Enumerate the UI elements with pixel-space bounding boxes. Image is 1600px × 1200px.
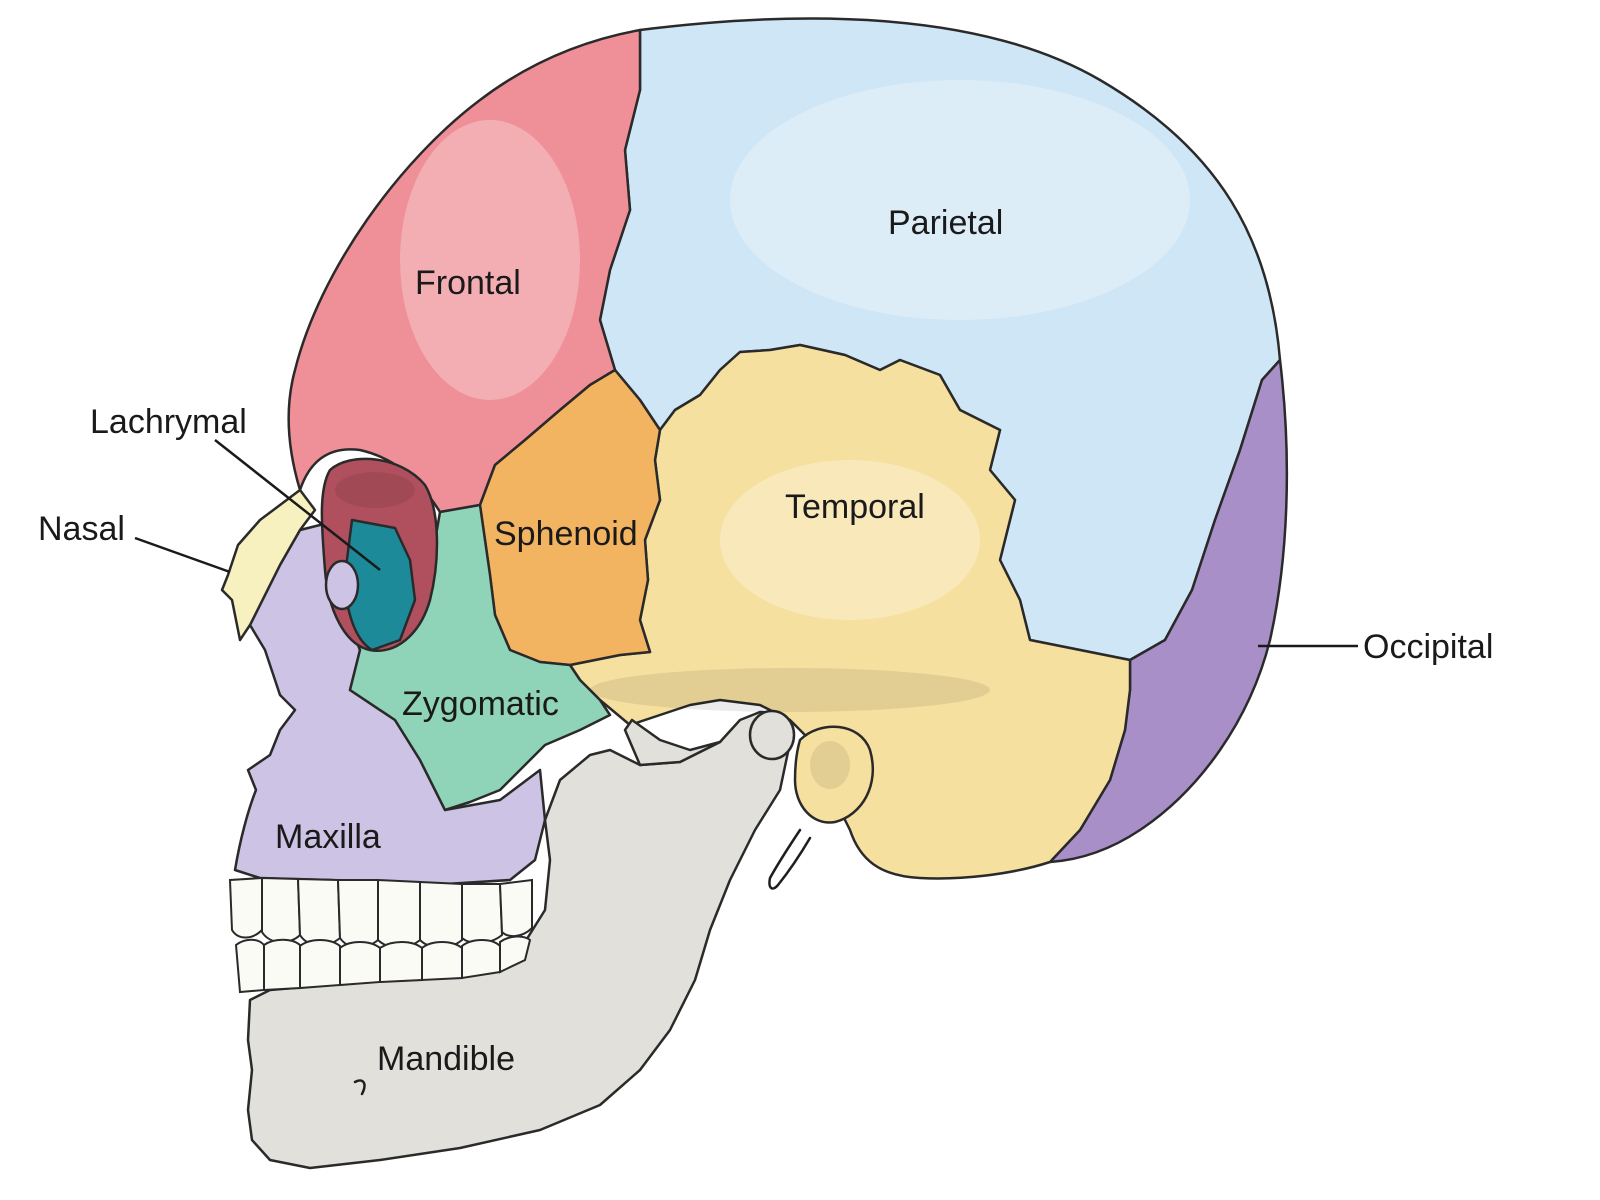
label-parietal: Parietal <box>888 204 1003 242</box>
tooth <box>234 938 265 994</box>
nasal-bone <box>220 488 317 642</box>
label-sphenoid: Sphenoid <box>494 515 638 553</box>
label-lachrymal: Lachrymal <box>90 403 247 441</box>
tooth <box>336 879 379 949</box>
ear-opening <box>810 741 850 789</box>
temporal-bone <box>568 343 1132 880</box>
orbit-shadow <box>335 472 415 508</box>
label-zygomatic: Zygomatic <box>402 685 559 723</box>
tooth <box>296 877 342 947</box>
tooth <box>461 939 501 980</box>
lower-teeth <box>234 935 532 994</box>
tooth <box>228 876 263 939</box>
label-nasal: Nasal <box>38 510 125 548</box>
nasal-leader <box>134 536 231 574</box>
label-temporal: Temporal <box>785 488 925 526</box>
nasal-opening <box>324 559 360 611</box>
tooth <box>339 941 381 987</box>
coronoid-process <box>623 718 722 767</box>
tooth <box>461 883 504 944</box>
tooth <box>299 939 341 990</box>
tooth <box>261 876 302 944</box>
label-maxilla: Maxilla <box>275 818 381 856</box>
tooth <box>379 941 423 984</box>
styloid-process <box>768 828 812 890</box>
tooth <box>421 941 463 982</box>
upper-teeth <box>228 876 533 949</box>
tooth <box>498 878 533 938</box>
tooth <box>263 938 301 992</box>
label-frontal: Frontal <box>415 264 521 302</box>
parietal-highlight <box>730 80 1190 320</box>
tooth <box>377 878 421 949</box>
frontal-highlight <box>400 120 580 400</box>
lachrymal-leader <box>214 439 381 571</box>
ear-canal <box>793 725 875 824</box>
mental-foramen <box>353 1079 366 1096</box>
label-mandible: Mandible <box>377 1040 515 1078</box>
temporal-highlight <box>720 460 980 620</box>
label-occipital: Occipital <box>1363 628 1493 666</box>
tooth <box>419 880 463 949</box>
mandible-condyle <box>748 709 796 761</box>
tooth <box>499 935 532 974</box>
zygomatic-arch-shadow <box>590 668 990 712</box>
